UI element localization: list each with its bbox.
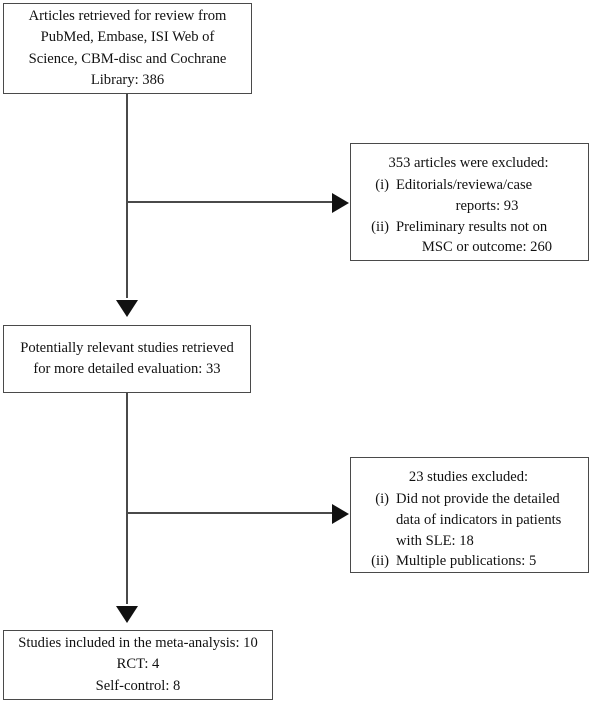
node-line: Studies included in the meta-analysis: 1… [18, 635, 258, 652]
exclusion-item-marker: (i) [375, 491, 389, 508]
arrow-down-icon [116, 300, 138, 317]
exclusion-item-line: data of indicators in patients [396, 511, 562, 528]
exclusion-item-line: MSC or outcome: 260 [421, 239, 553, 256]
exclusion-item-text: Editorials/reviewa/case reports: 93 [396, 175, 578, 216]
node-line: Self-control: 8 [95, 677, 181, 694]
exclusion-item: (ii) Preliminary results not on MSC or o… [359, 217, 578, 258]
exclusion-item-line: reports: 93 [455, 197, 519, 214]
node-line: Potentially relevant studies retrieved [20, 339, 234, 356]
node-excluded-articles: 353 articles were excluded: (i) Editoria… [350, 143, 589, 261]
exclusion-item: (ii) Multiple publications: 5 [359, 551, 578, 572]
node-excluded-studies: 23 studies excluded: (i) Did not provide… [350, 457, 589, 573]
exclusion-item-marker: (ii) [371, 218, 389, 235]
connector-trunk-lower [126, 393, 128, 604]
arrow-right-icon [332, 504, 349, 524]
node-line: for more detailed evaluation: 33 [33, 361, 221, 377]
arrow-right-icon [332, 193, 349, 213]
connector-branch-excluded-2 [126, 512, 333, 514]
arrow-down-icon [116, 606, 138, 623]
node-line: Library: 386 [90, 71, 165, 88]
exclusion-item-line: Preliminary results not on [396, 218, 548, 235]
exclusion-item-text: Preliminary results not on MSC or outcom… [396, 217, 578, 258]
node-line: PubMed, Embase, ISI Web of [40, 29, 215, 46]
node-potentially-relevant-studies: Potentially relevant studies retrieved f… [3, 325, 251, 393]
exclusion-item-text: Did not provide the detailed data of ind… [396, 489, 578, 551]
node-line: Science, CBM-disc and Cochrane [28, 50, 227, 67]
exclusion-item-text: Multiple publications: 5 [396, 551, 578, 572]
exclusion-item: (i) Editorials/reviewa/case reports: 93 [359, 175, 578, 216]
exclusion-item-marker: (ii) [371, 553, 389, 570]
exclusion-item: (i) Did not provide the detailed data of… [359, 489, 578, 551]
exclusion-heading: 23 studies excluded: [408, 469, 529, 485]
node-line: RCT: 4 [116, 656, 160, 673]
exclusion-item-line: Multiple publications: 5 [396, 553, 537, 570]
exclusion-item-line: with SLE: 18 [396, 532, 474, 549]
node-studies-included: Studies included in the meta-analysis: 1… [3, 630, 273, 700]
exclusion-heading: 353 articles were excluded: [388, 155, 549, 171]
node-articles-retrieved: Articles retrieved for review from PubMe… [3, 3, 252, 94]
exclusion-item-marker: (i) [375, 177, 389, 194]
exclusion-item-line: Did not provide the detailed [396, 491, 560, 508]
connector-branch-excluded-1 [126, 201, 333, 203]
connector-trunk-upper [126, 94, 128, 298]
node-line: Articles retrieved for review from [28, 8, 227, 25]
exclusion-item-line: Editorials/reviewa/case [396, 177, 533, 194]
